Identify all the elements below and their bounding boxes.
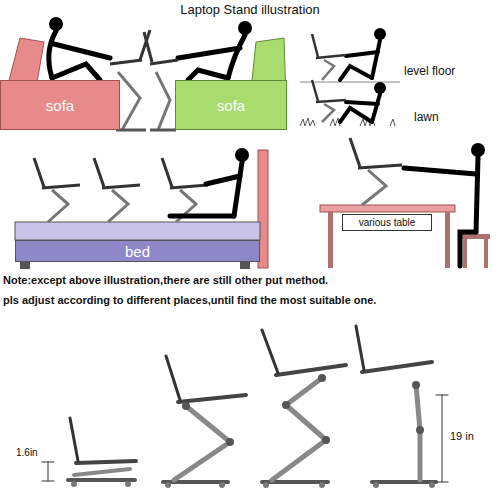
node-text: sofa xyxy=(217,97,245,114)
place-label: lawn xyxy=(414,110,494,124)
bed-art xyxy=(15,150,268,269)
stand-low xyxy=(163,356,246,488)
stand-folded xyxy=(42,418,136,487)
table-art xyxy=(320,205,490,268)
bed-stands xyxy=(34,158,208,222)
dimension-label: 19 in xyxy=(450,430,498,442)
stand-mid xyxy=(262,330,346,488)
sofa-seat: sofa xyxy=(0,80,120,130)
node-text: various table xyxy=(359,217,416,228)
figure-green-sofa xyxy=(178,21,252,80)
figure-lawn xyxy=(300,80,395,126)
note-text: Note:except above illustration,there are… xyxy=(3,274,498,286)
table-stand xyxy=(350,138,402,205)
figure-pink-sofa xyxy=(49,17,110,80)
note-text: pls adjust according to different places… xyxy=(3,294,498,306)
figure-level-floor xyxy=(300,28,400,82)
stand-2 xyxy=(144,32,178,130)
diagram-title: Laptop Stand illustration xyxy=(0,2,500,17)
sofa-seat: sofa xyxy=(175,80,287,130)
place-label: level floor xyxy=(404,64,494,78)
node-text: sofa xyxy=(46,97,74,114)
node-text: bed xyxy=(125,243,150,260)
dimension-label: 1.6in xyxy=(16,447,56,458)
table-sign: various table xyxy=(342,214,432,231)
bed-base: bed xyxy=(15,240,260,262)
stand-tall xyxy=(356,326,448,488)
figure-bed xyxy=(170,148,249,216)
figure-table xyxy=(404,143,485,266)
